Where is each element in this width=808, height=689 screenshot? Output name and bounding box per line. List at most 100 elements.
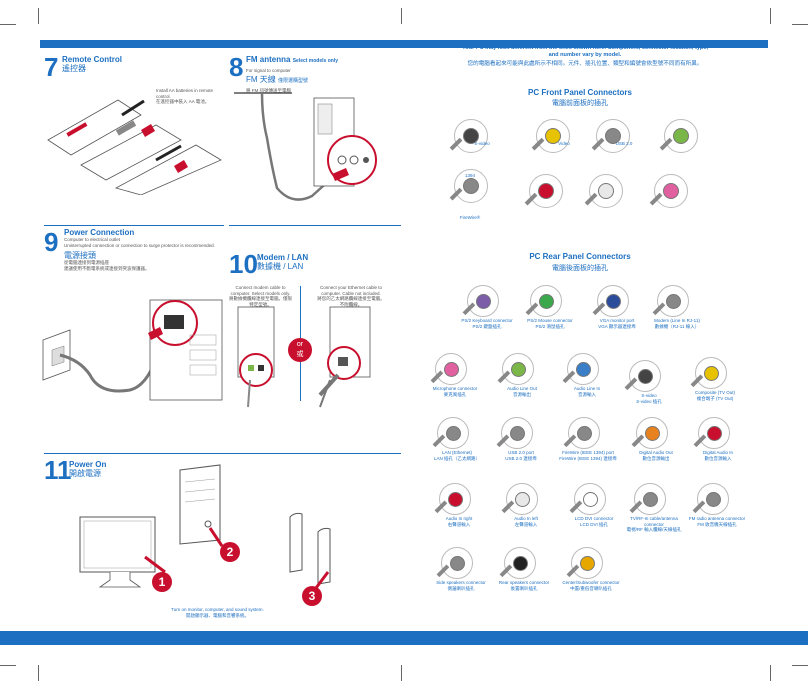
rear-connector-label-en: VGA monitor port <box>599 318 635 323</box>
front-connector-6 <box>524 174 563 208</box>
rear-connector-4 <box>430 353 467 385</box>
cable-plug <box>525 302 538 316</box>
rear-connector-label-zh: 右聲道輸入 <box>447 521 471 527</box>
rear-connector-label-en: Audio Line Out <box>507 386 537 391</box>
remote-illustration <box>47 99 222 195</box>
intro: Your PC may look different from the ones… <box>405 45 765 68</box>
section-title: Remote Control 遙控器 <box>62 55 122 73</box>
fm-title-zh: FM 天線 <box>246 75 276 84</box>
connector-jack <box>575 361 591 377</box>
section-number: 11 <box>44 455 72 485</box>
rear-connector-label-zh: 中置/重低音喇叭插孔 <box>570 585 612 591</box>
fm-desc-zh: 將 FM 訊號傳送至電腦 <box>246 88 291 93</box>
crop-mark <box>38 665 39 681</box>
remote-note-text: Install AA batteries in remote control. <box>156 88 214 99</box>
section-number: 7 <box>44 52 59 82</box>
rear-connector-label-zh: 數據機（RJ-11 線入） <box>654 323 700 329</box>
front-connector-7 <box>584 174 623 208</box>
modem-illustration <box>237 306 275 408</box>
rear-connector-label-zh: 後置喇叭插孔 <box>510 585 538 591</box>
cable-plug <box>562 370 575 384</box>
cable-plug <box>430 370 443 384</box>
cable-plug <box>449 187 463 201</box>
front-panel-title: PC Front Panel Connectors <box>527 88 632 97</box>
front-connector-label: 1394 <box>464 173 475 178</box>
cable-plug <box>569 500 582 514</box>
rear-connector-label-en: FireWire (IEEE 1394) port <box>562 450 614 455</box>
rear-connector-5 <box>497 353 534 385</box>
front-connector-label: USB 2.0 <box>615 141 633 146</box>
modem-title: Modem / LAN <box>257 253 309 262</box>
connector-jack <box>510 361 526 377</box>
cable-plug <box>434 500 447 514</box>
rear-connector-label-en: FM radio antenna connector <box>688 516 746 521</box>
connector-jack <box>449 555 465 571</box>
rear-connector-8 <box>690 357 727 389</box>
rear-connector-18 <box>692 483 729 515</box>
poweron-note-text: Turn on monitor, computer, and sound sys… <box>171 607 264 612</box>
cable-plug <box>631 434 644 448</box>
connector-jack <box>545 128 561 144</box>
or-text-zh: 或 <box>296 351 304 358</box>
crop-mark <box>770 665 771 681</box>
connector-jack <box>463 128 479 144</box>
power-desc2: Uninterrupted connection or connection t… <box>64 242 215 248</box>
rear-panel-title-zh: 電腦後面板的插孔 <box>552 265 608 272</box>
cable-plug <box>659 137 673 151</box>
section-divider <box>44 453 401 454</box>
rear-connector-label-zh: FireWire (IEEE 1394) 連接埠 <box>559 455 617 461</box>
crop-mark <box>0 24 16 25</box>
rear-connector-17 <box>629 483 666 515</box>
rear-connector-1 <box>525 285 562 317</box>
cable-plug <box>693 434 706 448</box>
connector-jack <box>706 425 722 441</box>
rear-connector-label-en: Microphone connector <box>432 386 478 391</box>
modem-right-note-text: Connect your Ethernet cable to computer.… <box>319 285 383 296</box>
section-divider <box>44 225 224 226</box>
power-desc: Computer to electrical outlet <box>64 237 121 242</box>
rear-connector-label-zh: 電視/RF 輸入纜線/天線插孔 <box>626 527 682 532</box>
section-number: 10 <box>229 249 258 279</box>
connector-jack <box>703 365 719 381</box>
connector-jack <box>509 425 525 441</box>
fm-subtitle-zh: 僅限選購型號 <box>278 78 309 84</box>
connector-jack <box>605 293 621 309</box>
connector-jack <box>598 183 614 199</box>
rear-connector-6 <box>562 353 599 385</box>
rear-connector-16 <box>569 483 606 515</box>
section-title: Power On 開啟電源 <box>69 460 106 478</box>
front-connector-8 <box>649 174 688 208</box>
top-bar-right <box>402 40 768 48</box>
or-text: or <box>296 341 304 348</box>
rear-connector-label: LAN (Ethernet)LAN 插孔（乙太網路） <box>427 450 487 461</box>
rear-connector-label-en: PS/2 Keyboard connector <box>461 318 513 323</box>
rear-connector-14 <box>434 483 471 515</box>
modem-title-zh: 數據機 / LAN <box>257 262 304 271</box>
crop-mark <box>792 665 808 666</box>
or-badge: or 或 <box>288 338 312 362</box>
front-connector-label: S-video <box>474 141 490 146</box>
connector-jack <box>512 555 528 571</box>
rear-connector-label-en: Center/Subwoofer connector <box>562 580 620 585</box>
rear-connector-label-zh: 複合端子 (TV Out) <box>696 395 734 401</box>
connector-jack <box>637 368 653 384</box>
cable-plug <box>649 192 663 206</box>
front-connector-0 <box>449 119 488 153</box>
front-connector-label: Video <box>558 141 570 146</box>
cable-plug <box>501 500 514 514</box>
front-connector-2 <box>591 119 630 153</box>
rear-connector-21 <box>566 547 603 579</box>
cable-plug <box>629 500 642 514</box>
step-badge-2: 2 <box>220 542 240 562</box>
rear-connector-0 <box>462 285 499 317</box>
cable-plug <box>690 374 703 388</box>
crop-mark <box>38 8 39 24</box>
